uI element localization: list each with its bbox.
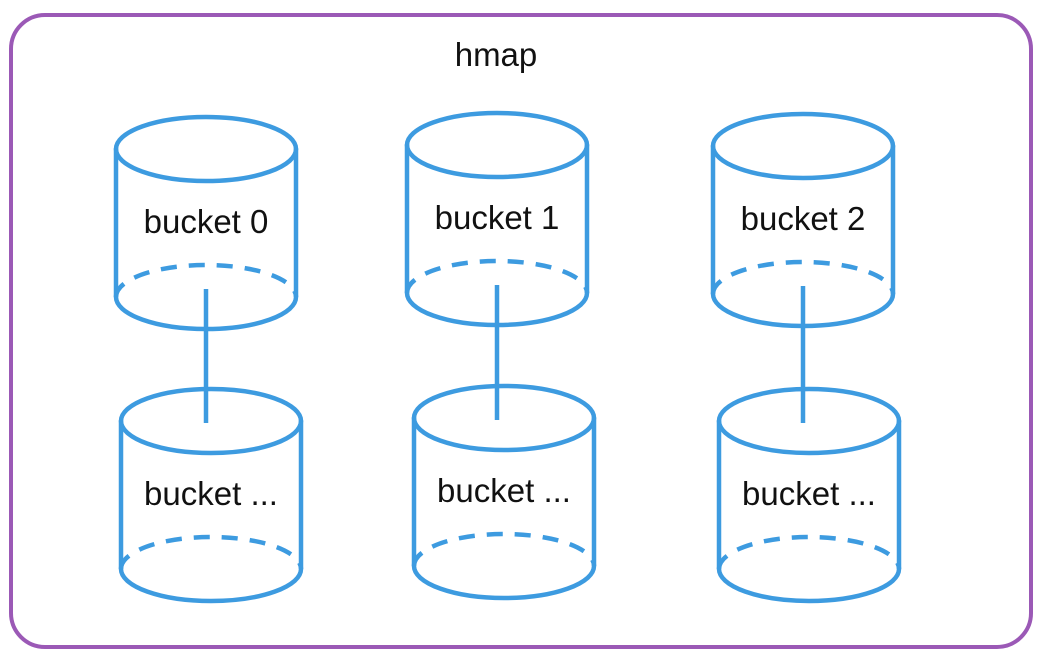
- cylinder-body: [716, 418, 902, 604]
- bucket-label: bucket 2: [741, 200, 866, 237]
- cylinder-body: [113, 146, 299, 332]
- bucket-column-2: bucket 2 bucket ...: [710, 111, 902, 604]
- overflow-bucket-1: bucket ...: [411, 383, 597, 601]
- bucket-label: bucket ...: [144, 475, 278, 512]
- hmap-title: hmap: [455, 36, 538, 73]
- cylinder-body: [710, 143, 896, 329]
- hmap-container: [9, 13, 1033, 649]
- bucket-label: bucket 0: [144, 203, 269, 240]
- overflow-bucket-0: bucket ...: [118, 386, 304, 604]
- cylinder-body: [118, 418, 304, 604]
- overflow-bucket-2: bucket ...: [716, 386, 902, 604]
- bucket-1: bucket 1: [404, 110, 590, 328]
- bucket-2: bucket 2: [710, 111, 896, 329]
- bucket-label: bucket ...: [437, 472, 571, 509]
- bucket-column-1: bucket 1 bucket ...: [404, 110, 597, 601]
- bucket-label: bucket 1: [435, 199, 560, 236]
- bucket-label: bucket ...: [742, 475, 876, 512]
- cylinder-body: [404, 142, 590, 328]
- bucket-column-0: bucket 0 bucket ...: [113, 114, 304, 604]
- cylinder-body: [411, 415, 597, 601]
- bucket-0: bucket 0: [113, 114, 299, 332]
